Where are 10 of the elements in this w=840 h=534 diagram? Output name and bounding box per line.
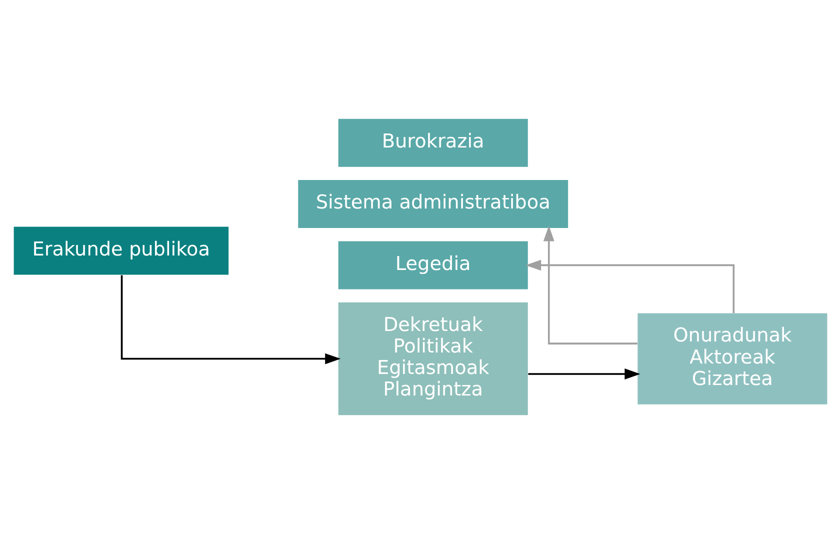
node-box: Burokrazia bbox=[338, 118, 528, 167]
arrow bbox=[120, 275, 340, 364]
arrow bbox=[528, 368, 640, 380]
node-box: Sistema administratiboa bbox=[298, 180, 568, 228]
node-box: Erakunde publikoa bbox=[13, 226, 228, 275]
node-box: Dekretuak Politikak Egitasmoak Plangintza bbox=[338, 302, 528, 416]
node-box: Onuradunak Aktoreak Gizartea bbox=[637, 313, 827, 404]
node-box: Legedia bbox=[338, 241, 528, 290]
arrow bbox=[542, 226, 637, 344]
arrow bbox=[524, 260, 734, 314]
